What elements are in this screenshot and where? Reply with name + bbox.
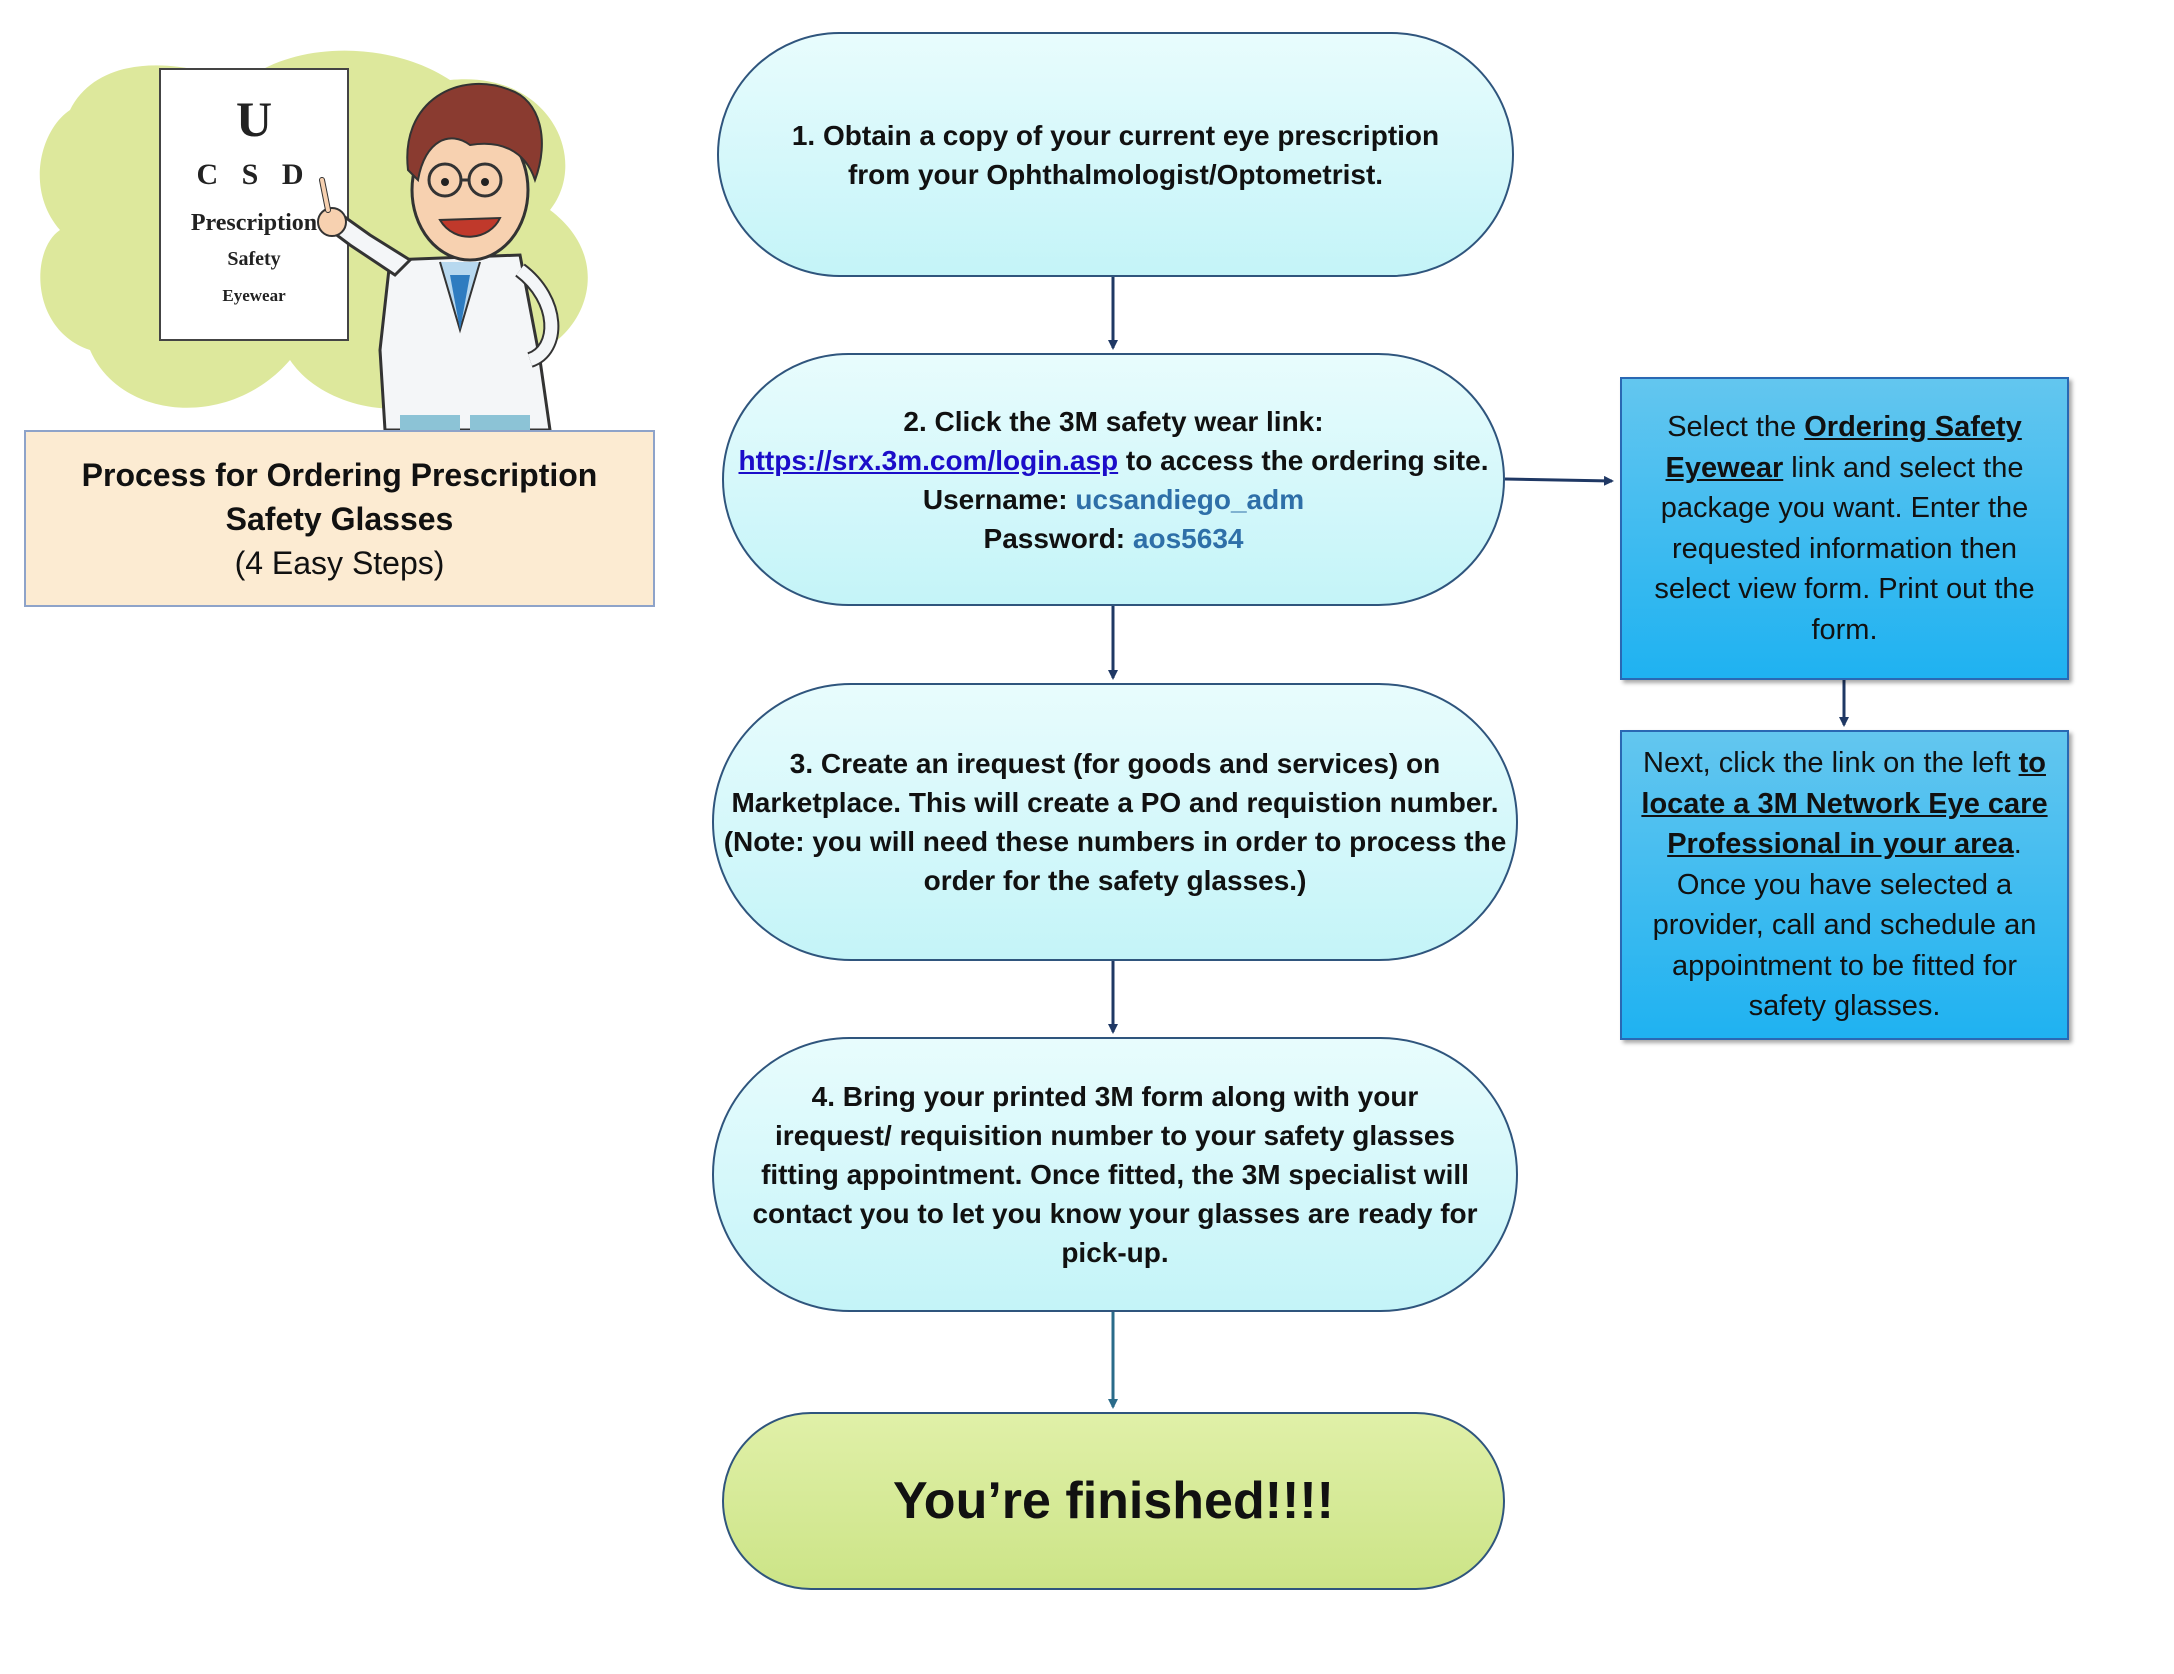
step-3-pill: 3. Create an irequest (for goods and ser… <box>712 683 1518 961</box>
step-2-pill: 2. Click the 3M safety wear link: https:… <box>722 353 1505 606</box>
side-a-pre: Select the <box>1667 411 1805 443</box>
username-value: ucsandiego_adm <box>1075 483 1305 515</box>
ordering-safety-eyewear-link[interactable]: Ordering Safety Eyewear <box>1665 411 2022 484</box>
finish-pill: You’re finished!!!! <box>722 1412 1505 1590</box>
doctor-figure <box>317 82 560 430</box>
step-4-pill: 4. Bring your printed 3M form along with… <box>712 1037 1518 1312</box>
eye-chart-card: U C S D Prescription Safety Eyewear <box>159 68 349 341</box>
finish-text: You’re finished!!!! <box>892 1472 1334 1530</box>
step-2-intro: 2. Click the 3M safety wear link: <box>903 405 1324 437</box>
step-2-link-line: https://srx.3m.com/login.asp to access t… <box>739 441 1489 480</box>
3m-login-link[interactable]: https://srx.3m.com/login.asp <box>738 444 1119 476</box>
arrow-step2-to-side-a <box>1504 475 1614 486</box>
password-line: Password: aos5634 <box>984 519 1244 558</box>
password-value: aos5634 <box>1132 522 1244 554</box>
side-box-locate-provider: Next, click the link on the left to loca… <box>1620 730 2069 1040</box>
step-3-text: 3. Create an irequest (for goods and ser… <box>723 748 1507 896</box>
chart-line-5: Eyewear <box>222 286 286 305</box>
chart-line-3: Prescription <box>190 210 318 236</box>
chart-line-1: U <box>235 91 273 147</box>
chart-line-4: Safety <box>227 248 281 270</box>
doctor-illustration: U C S D Prescription Safety Eyewear <box>30 30 660 430</box>
page-subtitle: (4 Easy Steps) <box>234 544 445 581</box>
step-1-text: 1. Obtain a copy of your current eye pre… <box>791 119 1440 190</box>
side-box-ordering-text: Select the Ordering Safety Eyewear link … <box>1632 407 2057 650</box>
side-b-post: . Once you have selected a provider, cal… <box>1652 828 2037 1023</box>
password-label: Password: <box>983 522 1133 554</box>
step-1-pill: 1. Obtain a copy of your current eye pre… <box>717 32 1514 277</box>
username-label: Username: <box>922 483 1076 515</box>
chart-line-2: C S D <box>196 158 312 191</box>
username-line: Username: ucsandiego_adm <box>923 480 1304 519</box>
side-b-pre: Next, click the link on the left <box>1643 747 2019 780</box>
step-4-text: 4. Bring your printed 3M form along with… <box>752 1081 1478 1268</box>
side-box-locate-text: Next, click the link on the left to loca… <box>1632 743 2057 1027</box>
locate-eye-care-professional-link[interactable]: to locate a 3M Network Eye care Professi… <box>1641 747 2048 861</box>
side-a-post: link and select the package you want. En… <box>1654 451 2035 646</box>
title-box: Process for Ordering Prescription Safety… <box>24 430 655 607</box>
step-2-after-link: to access the ordering site. <box>1118 444 1489 476</box>
page-title: Process for Ordering Prescription Safety… <box>81 456 598 537</box>
side-box-ordering: Select the Ordering Safety Eyewear link … <box>1620 377 2069 680</box>
